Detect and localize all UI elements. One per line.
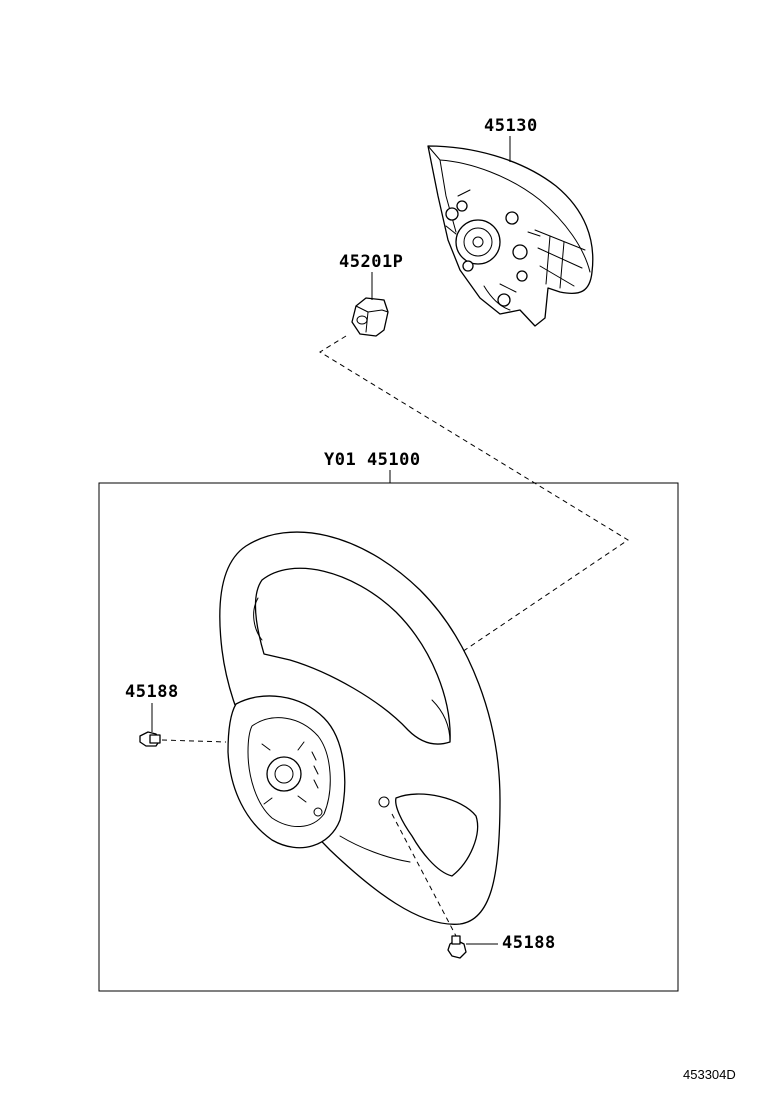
screw-left-dashed-line [161,739,227,743]
screw-left-drawing[interactable] [139,731,161,747]
steering-wheel-drawing[interactable] [219,531,501,925]
horn-pad-part-number[interactable]: 45130 [484,116,538,136]
wheel-assembly-part-number[interactable]: Y01 45100 [324,450,421,470]
nut-to-wheel-dashed-line [319,335,629,657]
nut-part-number[interactable]: 45201P [339,252,403,272]
nut-drawing[interactable] [351,297,389,337]
assembly-frame [98,482,679,992]
screw-right-part-number[interactable]: 45188 [502,933,556,953]
screw-left-part-number[interactable]: 45188 [125,682,179,702]
horn-pad-drawing[interactable] [427,145,594,327]
screw-right-dashed-line [391,813,457,937]
diagram-reference-code: 453304D [683,1067,736,1082]
screw-right-drawing[interactable] [447,935,467,959]
